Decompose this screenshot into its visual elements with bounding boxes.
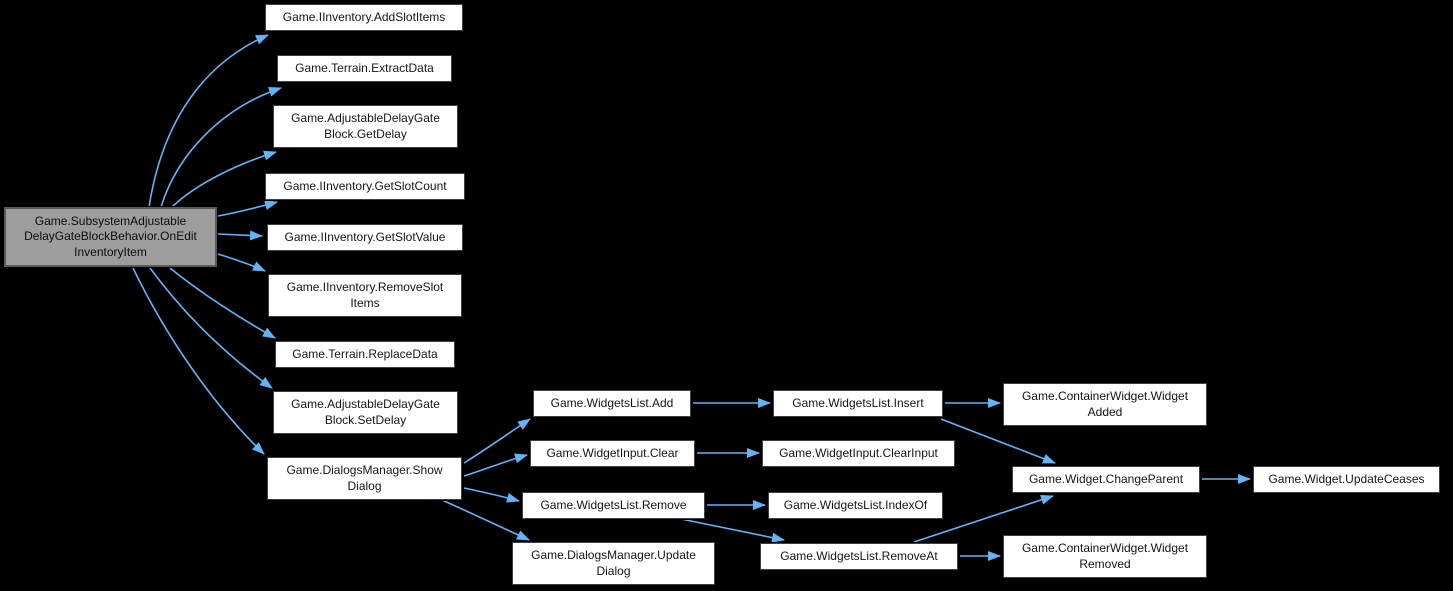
edge-root-addslotitems <box>148 34 269 208</box>
node-getslotvalue[interactable]: Game.IInventory.GetSlotValue <box>267 224 463 251</box>
node-widgetinput-clear[interactable]: Game.WidgetInput.Clear <box>530 440 695 467</box>
node-root-oneditinventoryitem: Game.SubsystemAdjustable DelayGateBlockB… <box>4 207 217 267</box>
node-widgetslist-indexof[interactable]: Game.WidgetsList.IndexOf <box>768 492 943 519</box>
edge-root-getslotvalue <box>217 230 263 241</box>
edge-remove-removeat <box>680 518 785 543</box>
node-updateceases[interactable]: Game.Widget.UpdateCeases <box>1253 466 1440 493</box>
edge-root-getslotcount <box>217 200 278 217</box>
edge-showdialog-add <box>463 418 531 464</box>
edge-showdialog-updatedialog <box>441 499 530 541</box>
edge-showdialog-clear <box>463 453 528 477</box>
node-showdialog[interactable]: Game.DialogsManager.Show Dialog <box>267 457 462 500</box>
edge-root-setdelay <box>149 267 273 389</box>
node-addslotitems[interactable]: Game.IInventory.AddSlotItems <box>265 4 463 31</box>
edge-root-getdelay <box>171 150 277 208</box>
edge-removeat-changeparent <box>913 495 1054 543</box>
edge-root-replacedata <box>169 267 276 339</box>
edge-root-extractdata <box>160 87 282 208</box>
node-widgetinput-clearinput[interactable]: Game.WidgetInput.ClearInput <box>762 440 955 467</box>
node-setdelay[interactable]: Game.AdjustableDelayGate Block.SetDelay <box>273 391 458 434</box>
edge-showdialog-remove <box>463 487 520 503</box>
node-getslotcount[interactable]: Game.IInventory.GetSlotCount <box>265 173 465 200</box>
node-getdelay[interactable]: Game.AdjustableDelayGate Block.GetDelay <box>273 105 458 148</box>
edge-root-removeslotitems <box>217 253 266 272</box>
node-changeparent[interactable]: Game.Widget.ChangeParent <box>1012 466 1200 493</box>
node-widgetslist-insert[interactable]: Game.WidgetsList.Insert <box>773 390 943 417</box>
node-updatedialog[interactable]: Game.DialogsManager.Update Dialog <box>512 542 715 585</box>
edge-insert-changeparent <box>940 418 1056 464</box>
node-widgetslist-removeat[interactable]: Game.WidgetsList.RemoveAt <box>760 543 958 570</box>
node-replacedata[interactable]: Game.Terrain.ReplaceData <box>275 341 455 368</box>
node-extractdata[interactable]: Game.Terrain.ExtractData <box>277 55 452 82</box>
node-widgetslist-add[interactable]: Game.WidgetsList.Add <box>533 390 691 417</box>
node-widgetadded[interactable]: Game.ContainerWidget.Widget Added <box>1003 383 1207 426</box>
edge-root-showdialog <box>132 267 265 455</box>
node-widgetslist-remove[interactable]: Game.WidgetsList.Remove <box>522 492 705 519</box>
node-widgetremoved[interactable]: Game.ContainerWidget.Widget Removed <box>1003 535 1207 578</box>
node-removeslotitems[interactable]: Game.IInventory.RemoveSlot Items <box>268 274 462 317</box>
